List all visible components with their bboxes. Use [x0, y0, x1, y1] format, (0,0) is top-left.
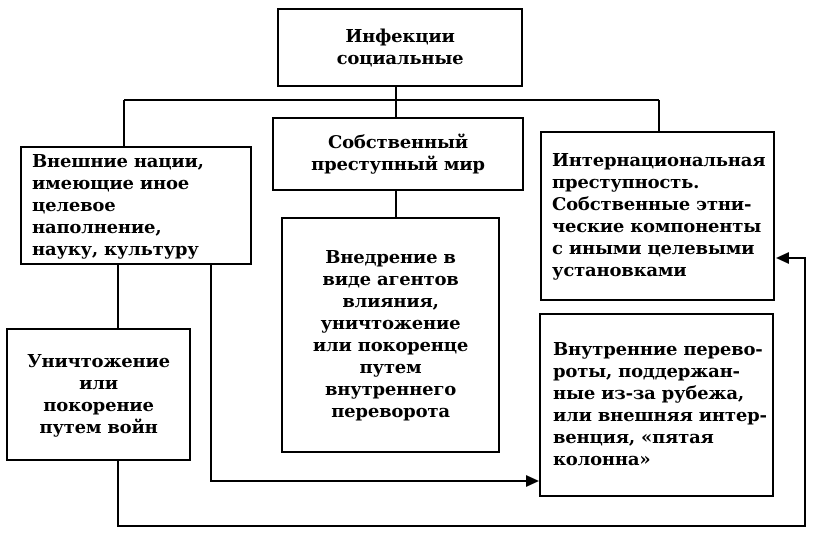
left-top-box: Внешние нации, имеющие иное целевое напо…: [20, 146, 252, 265]
center-bottom-label: Внедрение в виде агентов влияния, уничто…: [312, 247, 469, 422]
arrowhead-right-top: [776, 252, 789, 264]
right-top-label: Интернациональная преступность. Собствен…: [552, 150, 766, 281]
arrowhead-right-bottom: [526, 475, 539, 487]
center-top-label: Собственный преступный мир: [311, 132, 485, 175]
right-bottom-box: Внутренние перево- роты, поддержан- ные …: [539, 313, 774, 497]
right-top-box: Интернациональная преступность. Собствен…: [540, 131, 775, 301]
right-bottom-label: Внутренние перево- роты, поддержан- ные …: [553, 339, 767, 470]
left-bottom-label: Уничтожение или покорение путем войн: [27, 350, 170, 438]
root-box: Инфекции социальные: [277, 8, 523, 87]
left-bottom-box: Уничтожение или покорение путем войн: [6, 328, 191, 461]
connector-left-to-right-bottom: [210, 265, 528, 482]
left-top-label: Внешние нации, имеющие иное целевое напо…: [32, 150, 204, 260]
center-bottom-box: Внедрение в виде агентов влияния, уничто…: [281, 217, 500, 453]
root-label: Инфекции социальные: [336, 25, 464, 69]
center-top-box: Собственный преступный мир: [272, 117, 524, 191]
connector-bottom-loop: [117, 257, 806, 527]
